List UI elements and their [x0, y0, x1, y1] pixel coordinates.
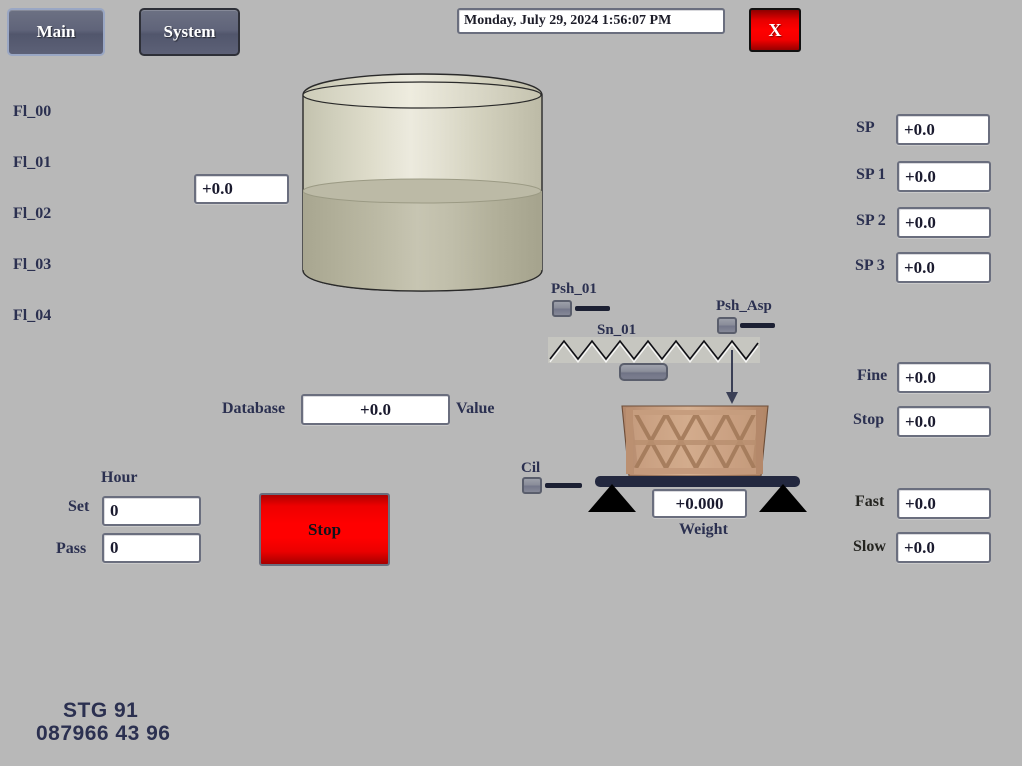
- weight-label: Weight: [679, 521, 728, 538]
- cil-label: Cil: [521, 460, 541, 476]
- psh-asp-pipe: [740, 323, 775, 328]
- stop-speed-field[interactable]: +0.0: [897, 406, 991, 437]
- sp-1-value: +0.0: [905, 166, 936, 186]
- psh-01-pipe: [575, 306, 610, 311]
- stop-speed-value: +0.0: [905, 411, 936, 431]
- fast-value: +0.0: [905, 493, 936, 513]
- footer-model: STG 91: [63, 699, 139, 722]
- basket-hopper: [620, 400, 770, 478]
- set-label: Set: [68, 498, 90, 515]
- psh-01-label: Psh_01: [551, 281, 597, 297]
- flag-label-fl-03: Fl_03: [13, 256, 52, 273]
- set-value: 0: [110, 501, 119, 520]
- tank-level-value: +0.0: [202, 179, 233, 198]
- psh-asp-valve-icon[interactable]: [717, 317, 737, 334]
- sp-1-label: SP 1: [856, 166, 886, 183]
- datetime-text: Monday, July 29, 2024 1:56:07 PM: [464, 13, 672, 28]
- close-icon: X: [768, 19, 782, 40]
- psh-01-valve-icon[interactable]: [552, 300, 572, 317]
- tab-system-label: System: [163, 22, 216, 41]
- pass-value: 0: [110, 538, 119, 557]
- datetime-display: Monday, July 29, 2024 1:56:07 PM: [457, 8, 725, 34]
- pass-field[interactable]: 0: [102, 533, 201, 563]
- flag-label-fl-01: Fl_01: [13, 154, 52, 171]
- cil-valve-icon[interactable]: [522, 477, 542, 494]
- flag-label-fl-04: Fl_04: [13, 307, 52, 324]
- sn-01-motor-icon[interactable]: [619, 363, 668, 381]
- stop-button-label: Stop: [307, 519, 342, 539]
- sp-2-label: SP 2: [856, 212, 886, 229]
- database-field[interactable]: +0.0: [301, 394, 450, 425]
- pass-label: Pass: [56, 540, 87, 557]
- sp-3-label: SP 3: [855, 257, 885, 274]
- weight-value: +0.000: [675, 493, 724, 513]
- slow-field[interactable]: +0.0: [896, 532, 991, 563]
- fast-field[interactable]: +0.0: [897, 488, 991, 519]
- tab-main-label: Main: [36, 22, 76, 41]
- psh-asp-label: Psh_Asp: [716, 298, 772, 314]
- sn-01-label: Sn_01: [597, 322, 637, 338]
- footer-phone: 087966 43 96: [36, 722, 171, 745]
- database-value-suffix-label: Value: [456, 400, 495, 417]
- stop-speed-label: Stop: [853, 411, 885, 428]
- database-label: Database: [222, 400, 286, 417]
- sp-3-field[interactable]: +0.0: [896, 252, 991, 283]
- sp-label: SP: [856, 119, 875, 136]
- cil-pipe: [545, 483, 582, 488]
- flag-label-fl-02: Fl_02: [13, 205, 52, 222]
- slow-value: +0.0: [904, 537, 935, 557]
- fine-value: +0.0: [905, 367, 936, 387]
- sp-field[interactable]: +0.0: [896, 114, 990, 145]
- hour-title: Hour: [101, 469, 138, 486]
- fast-label: Fast: [855, 493, 885, 510]
- fine-field[interactable]: +0.0: [897, 362, 991, 393]
- close-button[interactable]: X: [749, 8, 801, 52]
- sp-value: +0.0: [904, 119, 935, 139]
- weight-display: +0.000: [652, 489, 747, 518]
- tab-main[interactable]: Main: [7, 8, 105, 56]
- sn-01-auger-icon: [548, 337, 760, 364]
- slow-label: Slow: [853, 538, 886, 555]
- fine-label: Fine: [857, 367, 888, 384]
- sp-2-field[interactable]: +0.0: [897, 207, 991, 238]
- flag-label-fl-00: Fl_00: [13, 103, 52, 120]
- sp-2-value: +0.0: [905, 212, 936, 232]
- tab-system[interactable]: System: [139, 8, 240, 56]
- material-flow-arrow-icon: [724, 350, 740, 405]
- sp-3-value: +0.0: [904, 257, 935, 277]
- sp-1-field[interactable]: +0.0: [897, 161, 991, 192]
- scale-support-left: [588, 484, 636, 512]
- tank-level-field[interactable]: +0.0: [194, 174, 289, 204]
- tank-vessel: [300, 72, 545, 294]
- set-field[interactable]: 0: [102, 496, 201, 526]
- scale-support-right: [759, 484, 807, 512]
- stop-button[interactable]: Stop: [259, 493, 390, 566]
- scale-beam: [595, 476, 800, 487]
- database-value: +0.0: [360, 399, 391, 419]
